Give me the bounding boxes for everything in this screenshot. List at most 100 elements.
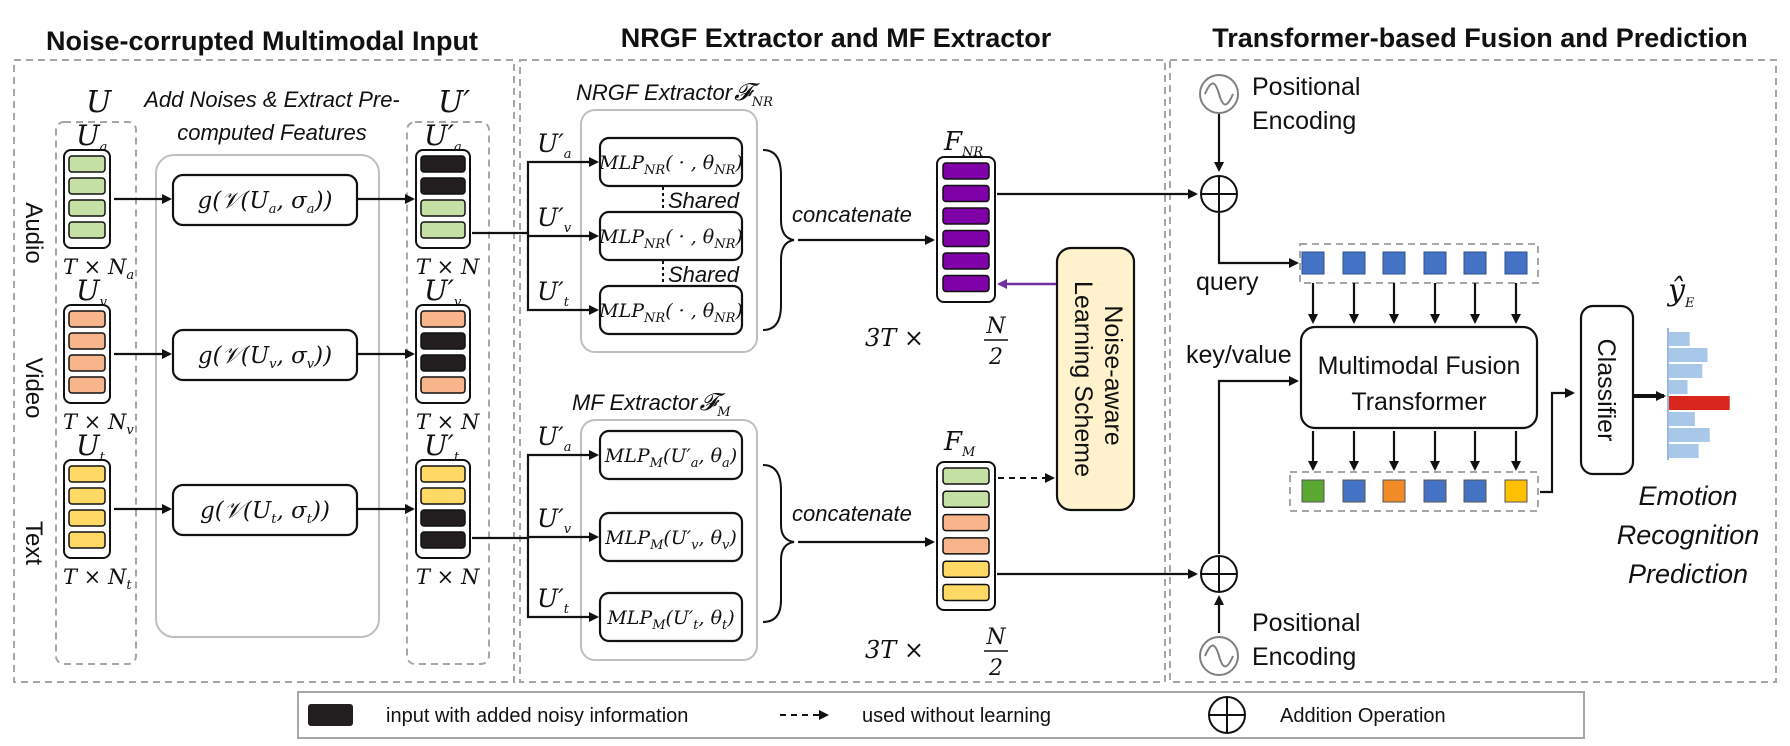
U-v-cell (68, 310, 106, 328)
U-prime-t-label: U′t (424, 429, 460, 465)
U-t-label: Ut (76, 429, 106, 465)
U-prime-t-cell (420, 531, 466, 549)
noise-aware-scheme-box (1055, 246, 1136, 512)
mf-extractor-title: MF Extractor𝓕M (572, 388, 731, 420)
U-v-cell (68, 332, 106, 350)
output-token (1301, 479, 1325, 503)
query-token (1463, 251, 1487, 275)
F-NR-cell (942, 207, 990, 225)
output-token (1342, 479, 1366, 503)
U-t-cell (68, 531, 106, 549)
U-t-cell (68, 465, 106, 483)
section-title-extractor: NRGF Extractor and MF Extractor (621, 23, 1052, 53)
prediction-bar (1669, 428, 1710, 442)
U-column-border (55, 121, 137, 665)
legend-noisy-swatch (308, 704, 353, 726)
U-a-label: Ua (76, 119, 107, 155)
query-label: query (1196, 268, 1259, 296)
noise-aware-scheme-label: Noise-aware Learning Scheme (1069, 281, 1127, 477)
U-prime-a-label: U′a (424, 119, 462, 155)
F-NR-cell (942, 162, 990, 180)
route-ua-m (472, 450, 599, 540)
prediction-bar (1669, 444, 1699, 458)
section-title-fusion: Transformer-based Fusion and Prediction (1212, 23, 1748, 53)
query-token (1342, 251, 1366, 275)
addition-bottom-icon (1200, 555, 1238, 593)
F-NR-cell (942, 252, 990, 270)
classifier-box (1579, 304, 1635, 476)
output-token (1423, 479, 1447, 503)
prediction-bar (1669, 332, 1690, 346)
U-v-dim: T × Nv (63, 410, 134, 438)
concatenate-label-nr: concatenate (792, 202, 912, 227)
F-NR-dim: 3T × N 2 (865, 314, 1008, 370)
U-a-dim: T × Na (63, 255, 134, 283)
F-M-cell (942, 583, 990, 602)
shared-label: Shared (668, 188, 740, 213)
noise-function-label-v: g(𝒱(Uv, σv)) (198, 343, 332, 372)
positional-encoding-bottom-1: Positional (1252, 609, 1360, 637)
U-prime-t-cell (420, 465, 466, 483)
concatenate-label-m: concatenate (792, 501, 912, 526)
extractor-input-label: U′a (537, 129, 572, 162)
mlp-m-box (598, 511, 744, 563)
U-a-cell (68, 221, 106, 239)
F-NR-cell (942, 274, 990, 293)
transformer-label-2: Transformer (1351, 388, 1486, 416)
query-token (1504, 251, 1528, 275)
classifier-label: Classifier (1592, 339, 1620, 442)
output-tokens-border (1289, 471, 1539, 512)
section-title-input: Noise-corrupted Multimodal Input (46, 26, 478, 56)
U-prime-t-cell (420, 509, 466, 527)
U-prime-a-cell (420, 199, 466, 217)
svg-text:N: N (985, 625, 1006, 650)
legend-border (297, 691, 1585, 739)
prediction-bar (1669, 380, 1688, 394)
U-v-cell (68, 354, 106, 372)
U-a-cell (68, 155, 106, 173)
U-prime-a-cell (420, 155, 466, 173)
positional-encoding-bottom-icon (1199, 636, 1239, 676)
nrgf-extractor-title: NRGF Extractor𝓕NR (576, 78, 773, 110)
positional-encoding-top-1: Positional (1252, 73, 1360, 101)
U-prime-v-cell (420, 354, 466, 372)
U-prime-column-border (406, 121, 490, 665)
U-v-cell (68, 376, 106, 394)
U-prime-t-cell (420, 487, 466, 505)
query-tokens-border (1299, 243, 1539, 284)
route-ut-nr (526, 233, 599, 315)
query-arrow (1217, 213, 1299, 268)
mlp-m-label: MLPM(U′t, θt) (606, 607, 734, 633)
add-noise-label-2: computed Features (177, 120, 367, 145)
F-M-cell (942, 467, 990, 485)
extractor-input-label: U′t (537, 584, 570, 617)
F-NR-cell (942, 184, 990, 203)
U-label: U (86, 85, 113, 120)
prediction-bar (1669, 412, 1695, 426)
fusion-section-border (1169, 59, 1777, 683)
noise-function-box-a (171, 173, 359, 227)
positional-encoding-bottom-2: Encoding (1252, 643, 1356, 671)
multimodal-fusion-transformer (1299, 325, 1539, 430)
mlp-m-label: MLPM(U′v, θv) (604, 527, 737, 553)
svg-text:N: N (985, 314, 1006, 339)
tokens-to-classifier-arrow (1540, 388, 1575, 494)
extractor-input-label: U′a (537, 422, 572, 455)
F-NR-label: FNR (943, 127, 983, 160)
input-section-border (13, 59, 515, 683)
prediction-label-1: Emotion (1638, 481, 1737, 511)
noise-function-box-t (171, 483, 359, 537)
brace-nr (762, 149, 795, 331)
mlp-nr-label: MLPNR( · , θNR) (598, 152, 743, 178)
noise-function-label-t: g(𝒱(Ut, σt)) (200, 498, 330, 527)
U-t-cell (68, 509, 106, 527)
F-M-label: FM (943, 427, 976, 460)
legend-noisy-label: input with added noisy information (386, 705, 688, 727)
F-M-dim: 3T × N 2 (865, 625, 1008, 681)
positional-encoding-top-icon (1199, 74, 1239, 114)
modality-name-text: Text (20, 521, 47, 565)
query-token (1301, 251, 1325, 275)
svg-text:2: 2 (988, 345, 1003, 370)
mlp-nr-label: MLPNR( · , θNR) (598, 226, 743, 252)
extractor-input-label: U′v (537, 504, 572, 537)
